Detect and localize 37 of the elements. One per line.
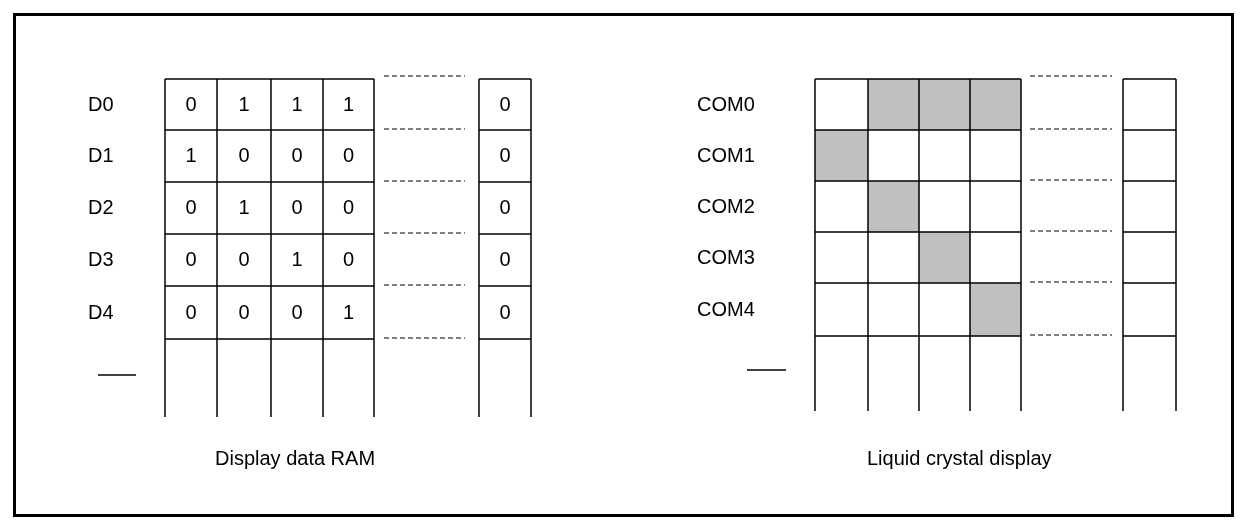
row-label: COM2: [697, 195, 755, 216]
bit-value: 0: [290, 145, 304, 165]
bit-value: 1: [237, 93, 251, 114]
caption: Display data RAM: [215, 448, 376, 468]
bit-value: 0: [498, 197, 512, 217]
bit-value: 0: [184, 93, 198, 114]
bit-value: 1: [290, 249, 304, 269]
row-label: D1: [88, 145, 114, 165]
row-label: COM4: [697, 298, 755, 319]
row-label: COM3: [697, 246, 755, 267]
bit-value: 0: [498, 301, 512, 322]
row-label: COM0: [697, 93, 755, 114]
bit-value: 0: [498, 145, 512, 165]
bit-value: 0: [290, 197, 304, 217]
row-label: COM1: [697, 144, 755, 165]
bit-value: 0: [184, 249, 198, 269]
bit-value: 1: [237, 197, 251, 217]
row-label: D3: [88, 249, 114, 269]
bit-value: 0: [341, 145, 356, 165]
bit-value: 1: [184, 145, 198, 165]
bit-value: 1: [341, 93, 356, 114]
caption: Liquid crystal display: [867, 448, 1052, 468]
bit-value: 0: [341, 197, 356, 217]
bit-value: 0: [237, 301, 251, 322]
bit-value: 0: [341, 249, 356, 269]
row-label: D2: [88, 197, 114, 217]
row-label: D0: [88, 93, 114, 114]
bit-value: 0: [184, 301, 198, 322]
bit-value: 0: [184, 197, 198, 217]
row-label: D4: [88, 301, 114, 322]
bit-value: 0: [237, 145, 251, 165]
bit-value: 0: [290, 301, 304, 322]
bit-value: 0: [237, 249, 251, 269]
bit-value: 0: [498, 93, 512, 114]
bit-value: 1: [341, 301, 356, 322]
bit-value: 1: [290, 93, 304, 114]
bit-value: 0: [498, 249, 512, 269]
